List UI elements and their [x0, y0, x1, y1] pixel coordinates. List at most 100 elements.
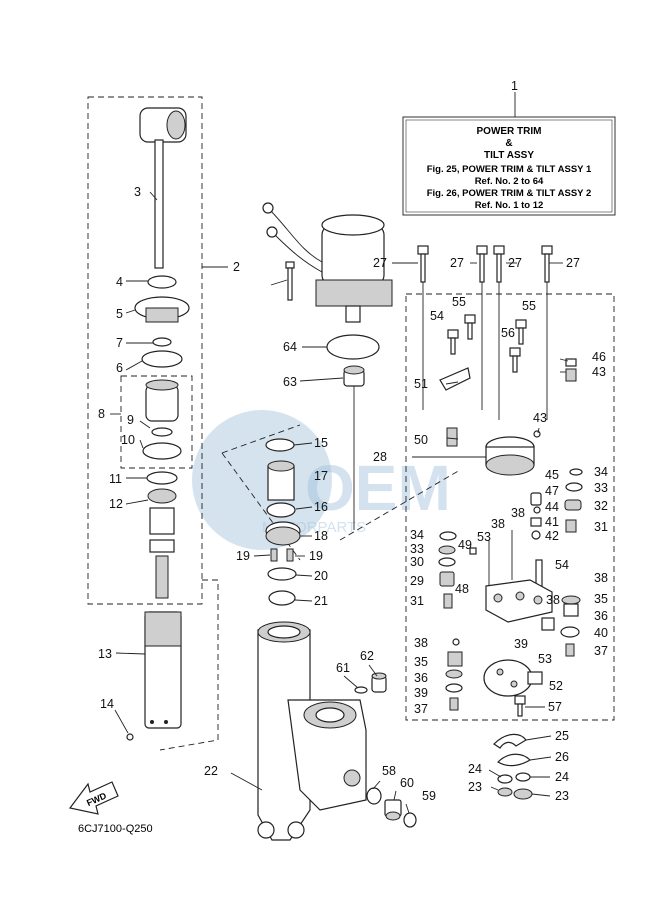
circlip-58: [403, 812, 417, 828]
callout: 23: [468, 780, 482, 794]
callout: 19: [236, 549, 250, 563]
callout: 37: [414, 702, 428, 716]
info-box: POWER TRIM & TILT ASSY Fig. 25, POWER TR…: [402, 92, 616, 216]
spring-19a: [270, 548, 278, 562]
callout: 16: [314, 500, 328, 514]
group-box-28: [405, 293, 615, 721]
clip-25: [493, 733, 527, 749]
callout: 54: [430, 309, 444, 323]
callout: 55: [452, 295, 466, 309]
info-ref-25: Ref. No. 2 to 64: [475, 176, 544, 187]
callout: 29: [410, 574, 424, 588]
callout: 46: [592, 350, 606, 364]
callout: 18: [314, 529, 328, 543]
callout: 30: [410, 555, 424, 569]
spring-19b: [286, 548, 294, 562]
callout: 38: [491, 517, 505, 531]
group-box-2: [87, 96, 203, 605]
circlip-21: [268, 590, 296, 606]
callout: 33: [410, 542, 424, 556]
part-4: [147, 275, 177, 289]
piston-8: [145, 379, 179, 422]
callout: 27: [450, 256, 464, 270]
callout: 19: [309, 549, 323, 563]
o-ring-9: [151, 427, 173, 437]
callout: 20: [314, 569, 328, 583]
callout: 34: [410, 528, 424, 542]
clip-26: [497, 753, 531, 767]
reservoir-17: [267, 460, 295, 501]
callout: 24: [468, 762, 482, 776]
watermark-main: OEM: [305, 452, 451, 524]
washer-23a: [497, 787, 513, 797]
ball-14: [126, 733, 134, 741]
motor-assy: [262, 202, 393, 323]
callout: 43: [533, 411, 547, 425]
o-ring-24a: [497, 774, 513, 784]
callout: 13: [98, 647, 112, 661]
callout: 52: [549, 679, 563, 693]
callout: 26: [555, 750, 569, 764]
callout: 24: [555, 770, 569, 784]
o-ring-10: [142, 442, 182, 460]
o-ring-57: [366, 787, 382, 805]
callout: 48: [455, 582, 469, 596]
callout: 1: [511, 79, 518, 93]
bolts-27: [417, 245, 553, 283]
right-parts: [530, 468, 583, 540]
callout: 2: [233, 260, 240, 274]
ball-43a: [533, 430, 541, 438]
callout: 44: [545, 500, 559, 514]
callout: 38: [594, 571, 608, 585]
callout: 9: [127, 413, 134, 427]
valve-stack: [149, 507, 175, 599]
o-ring-6: [141, 350, 183, 368]
left-stack-35-37: [445, 638, 463, 711]
valve-body-28: [485, 436, 535, 476]
callout: 45: [545, 468, 559, 482]
bolt-64: [285, 261, 295, 301]
gland-5: [134, 296, 190, 323]
leader-lines: [110, 191, 569, 814]
callout: 17: [314, 469, 328, 483]
callout: 31: [594, 520, 608, 534]
callout: 58: [382, 764, 396, 778]
callout: 54: [555, 558, 569, 572]
callout: 60: [400, 776, 414, 790]
callout: 61: [336, 661, 350, 675]
callout: 38: [511, 506, 525, 520]
callout: 36: [414, 671, 428, 685]
bracket-50: [439, 367, 471, 391]
washer-20: [267, 567, 297, 581]
callout: 39: [414, 686, 428, 700]
callout: 12: [109, 497, 123, 511]
callout: 27: [566, 256, 580, 270]
callout: 36: [594, 609, 608, 623]
callout: 37: [594, 644, 608, 658]
plug-61: [371, 672, 387, 693]
callout: 64: [283, 340, 297, 354]
right-stack-35-37: [541, 595, 581, 657]
o-ring-24b: [515, 772, 531, 782]
info-title-3: TILT ASSY: [484, 150, 534, 161]
group-box-8: [120, 375, 193, 469]
washer-12: [147, 488, 177, 504]
callout: 47: [545, 484, 559, 498]
callout: 35: [414, 655, 428, 669]
bolt-56: [514, 695, 526, 717]
callout: 10: [121, 433, 135, 447]
callout: 34: [594, 465, 608, 479]
part-45-42: [565, 358, 577, 382]
info-fig-26: Fig. 26, POWER TRIM & TILT ASSY 2: [427, 188, 592, 199]
spring-49: [446, 427, 458, 447]
callout: 49: [458, 538, 472, 552]
o-ring-16: [266, 502, 296, 518]
callout: 38: [414, 636, 428, 650]
callout: 35: [594, 592, 608, 606]
diagram-code: 6CJ7100-Q250: [78, 823, 153, 835]
callout: 21: [314, 594, 328, 608]
plate-51: [483, 659, 543, 697]
callout: 3: [134, 185, 141, 199]
callout: 14: [100, 697, 114, 711]
